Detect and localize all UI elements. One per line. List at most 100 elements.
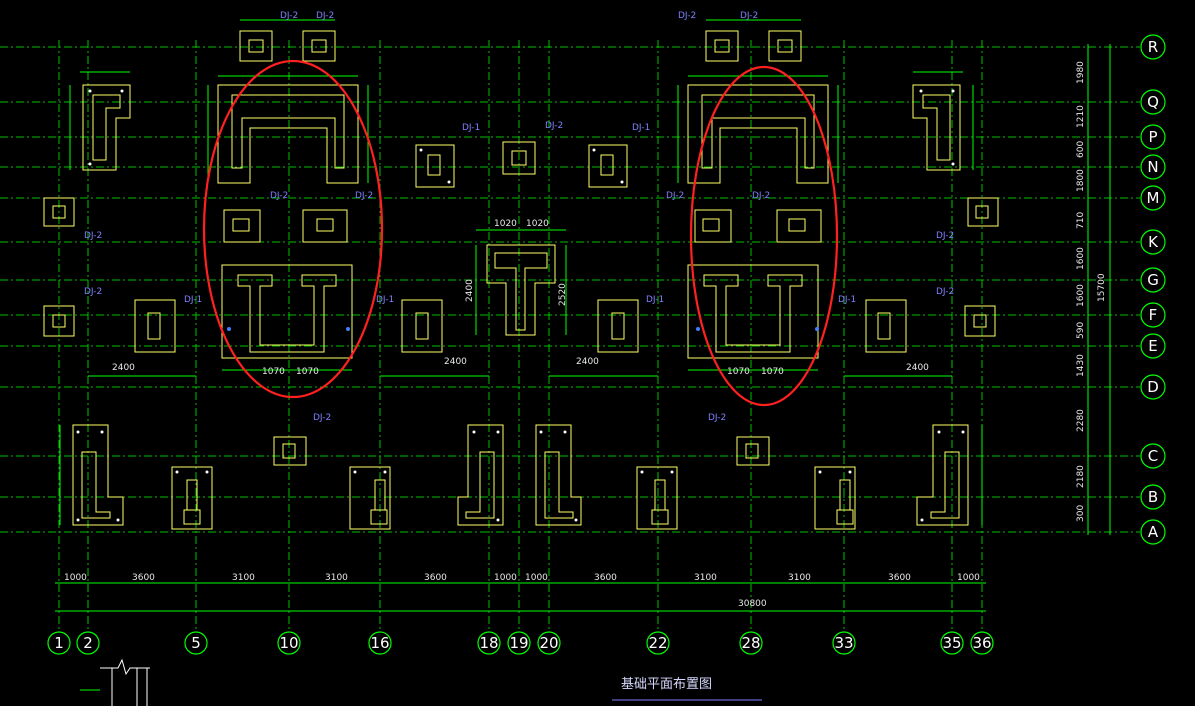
- x-spacing: 3600: [888, 573, 911, 583]
- x-spacing: 3600: [424, 573, 447, 583]
- footing-tag: DJ-2: [355, 191, 373, 201]
- grid-y-label: Q: [1147, 93, 1159, 111]
- y-axis-labels: R Q P N M K G F E D C B A: [1147, 38, 1160, 541]
- grid-lines-horizontal: [0, 46, 1140, 533]
- x-spacing: 1000: [494, 573, 517, 583]
- highlight-ellipses: [202, 59, 839, 407]
- grid-x-label: 2: [83, 634, 93, 652]
- grid-y-label: C: [1148, 447, 1158, 465]
- footing-tag: DJ-2: [936, 231, 954, 241]
- grid-y-label: N: [1147, 158, 1158, 176]
- footing-tag: DJ-2: [545, 121, 563, 131]
- column-markers: [227, 327, 819, 331]
- grid-y-label: A: [1148, 523, 1159, 541]
- grid-y-label: R: [1148, 38, 1158, 56]
- x-spacing: 1000: [525, 573, 548, 583]
- footing-tag: DJ-2: [752, 191, 770, 201]
- x-axis-labels: 1 2 5 10 16 18 19 20 22 28 33 35 36: [54, 634, 991, 652]
- drawing-title: 基础平面布置图: [621, 677, 712, 692]
- y-spacing: 300: [1076, 505, 1086, 522]
- y-spacing: 600: [1076, 141, 1086, 158]
- dimension-label: 2400: [906, 363, 929, 373]
- dimension-label: 2400: [444, 357, 467, 367]
- grid-y-label: E: [1148, 337, 1157, 355]
- right-dimension-lines: [1087, 44, 1111, 535]
- grid-y-label: M: [1147, 189, 1160, 207]
- grid-y-label: G: [1147, 271, 1159, 289]
- overall-height: 15700: [1097, 273, 1107, 302]
- highlight-ellipse-left: [202, 59, 384, 399]
- y-spacing: 2180: [1076, 465, 1086, 488]
- footing-dimension-lines: [59, 19, 983, 525]
- grid-y-label: B: [1148, 488, 1158, 506]
- footing-tag: DJ-1: [462, 123, 480, 133]
- footing-tag: DJ-2: [84, 287, 102, 297]
- y-axis-bubbles: [1140, 34, 1166, 545]
- overall-width: 30800: [738, 599, 767, 609]
- highlight-ellipse-right: [689, 65, 839, 407]
- grid-y-label: P: [1148, 128, 1157, 146]
- grid-y-label: F: [1149, 306, 1158, 324]
- footing-tag: DJ-2: [270, 191, 288, 201]
- y-spacing: 1800: [1076, 169, 1086, 192]
- footing-tag: DJ-2: [84, 231, 102, 241]
- footing-tag: DJ-2: [316, 11, 334, 21]
- grid-x-label: 35: [942, 634, 961, 652]
- dimension-label: 1020: [494, 219, 517, 229]
- y-spacing: 1980: [1076, 61, 1086, 84]
- grid-x-label: 16: [370, 634, 389, 652]
- footing-tag: DJ-1: [184, 295, 202, 305]
- y-spacing: 1600: [1076, 247, 1086, 270]
- grid-x-label: 19: [509, 634, 528, 652]
- dimension-labels: 2400 2400 2400 2400 1020 1020 1070 1070 …: [112, 219, 929, 377]
- x-spacing: 3100: [325, 573, 348, 583]
- dimension-label: 1070: [761, 367, 784, 377]
- dimension-label: 2400: [576, 357, 599, 367]
- y-spacing: 590: [1076, 322, 1086, 339]
- dimension-label: 2400: [112, 363, 135, 373]
- grid-x-label: 10: [279, 634, 298, 652]
- footing-tag: DJ-2: [313, 413, 331, 423]
- section-detail-fragment: [80, 658, 150, 706]
- y-spacing: 1430: [1076, 354, 1086, 377]
- x-spacing: 3600: [132, 573, 155, 583]
- x-spacing: 1000: [64, 573, 87, 583]
- dimension-label: 1020: [526, 219, 549, 229]
- x-spacing: 3100: [232, 573, 255, 583]
- detail-marks: [76, 89, 965, 522]
- dimension-label: 2400: [465, 279, 475, 302]
- footing-tag: DJ-2: [678, 11, 696, 21]
- footing-tag: DJ-2: [280, 11, 298, 21]
- grid-x-label: 33: [834, 634, 853, 652]
- grid-x-label: 5: [191, 634, 201, 652]
- footing-tag: DJ-1: [646, 295, 664, 305]
- grid-x-label: 22: [648, 634, 667, 652]
- footing-tag: DJ-1: [632, 123, 650, 133]
- footing-tag: DJ-2: [666, 191, 684, 201]
- x-spacing: 3600: [594, 573, 617, 583]
- footing-tag: DJ-1: [838, 295, 856, 305]
- x-spacing: 3100: [788, 573, 811, 583]
- footings: [43, 30, 999, 530]
- dimension-label: 1070: [262, 367, 285, 377]
- grid-y-label: K: [1148, 233, 1159, 251]
- y-spacing: 710: [1076, 212, 1086, 229]
- x-spacing: 3100: [694, 573, 717, 583]
- dimension-label: 1070: [727, 367, 750, 377]
- y-spacing-labels: 1980 1210 600 1800 710 1600 1600 590 143…: [1076, 61, 1107, 522]
- footing-tag: DJ-2: [708, 413, 726, 423]
- grid-x-label: 20: [539, 634, 558, 652]
- grid-x-label: 18: [479, 634, 498, 652]
- footing-tag: DJ-2: [936, 287, 954, 297]
- grid-x-label: 28: [741, 634, 760, 652]
- y-spacing: 2280: [1076, 409, 1086, 432]
- x-spacing-labels: 1000 3600 3100 3100 3600 1000 1000 3600 …: [64, 573, 980, 609]
- grid-x-label: 1: [54, 634, 64, 652]
- grid-y-label: D: [1147, 378, 1159, 396]
- footing-tags: DJ-2 DJ-2 DJ-2 DJ-2 DJ-1 DJ-2 DJ-1 DJ-2 …: [84, 11, 954, 423]
- dimension-label: 1070: [296, 367, 319, 377]
- dimension-label: 2520: [558, 283, 568, 306]
- footing-tag: DJ-1: [376, 295, 394, 305]
- y-spacing: 1210: [1076, 105, 1086, 128]
